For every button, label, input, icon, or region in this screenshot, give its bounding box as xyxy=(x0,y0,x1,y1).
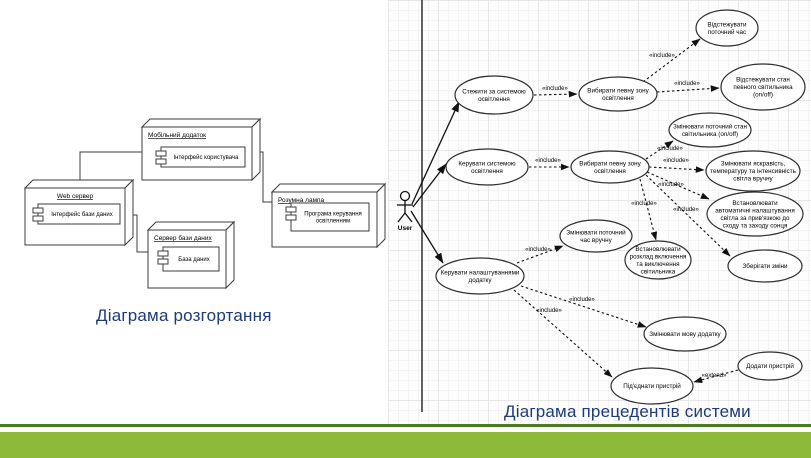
node-label: Web сервер xyxy=(57,193,94,200)
use-case-change-brightness: Змінювати яскравість,температуру та інте… xyxy=(705,150,801,192)
node-label: Мобільний додаток xyxy=(148,131,206,139)
dependency-arrow xyxy=(533,90,578,98)
use-case-label: Під'єднати пристрій xyxy=(623,382,681,390)
usecase-diagram-caption: Діаграма прецедентів системи xyxy=(504,402,751,421)
dependency-arrow xyxy=(656,85,720,93)
dependency-label: «include» xyxy=(674,81,700,87)
use-case-save-changes: Зберігати зміни xyxy=(727,249,803,283)
dependency-label: «include» xyxy=(536,308,562,314)
use-case-label: Змінювати поточний xyxy=(566,228,626,236)
association-arrow xyxy=(410,210,444,264)
use-case-label: Змінювати поточний стан xyxy=(673,122,747,130)
use-case-label: та виключення xyxy=(636,261,679,268)
use-case-label: світла за прив'язкою до xyxy=(721,214,790,222)
use-case-label: освітлення xyxy=(602,94,634,102)
use-case-label: Вибирати певну зону xyxy=(587,86,649,94)
deployment-diagram-caption: Діаграма розгортання xyxy=(96,306,272,325)
use-case-connect-device: Під'єднати пристрій xyxy=(610,367,694,405)
use-case-label: сходу та заходу сонця xyxy=(723,222,788,229)
dependency-arrow xyxy=(516,245,564,264)
use-case-label: освітлення xyxy=(478,95,510,103)
dependency-label: «include» xyxy=(657,146,683,152)
dependency-label: «include» xyxy=(663,158,689,164)
component-label: База даних xyxy=(178,257,209,263)
dependency-label: «include» xyxy=(658,182,684,188)
dependency-label: «include» xyxy=(542,86,568,92)
dependency-label: «include» xyxy=(673,207,699,213)
dependency-label: «include» xyxy=(631,201,657,207)
dependency-arrow xyxy=(646,171,710,200)
use-case-label: автоматичні налаштування xyxy=(715,206,794,214)
dependency-arrow xyxy=(642,38,701,83)
association-arrow xyxy=(412,163,447,208)
dependency-label: «include» xyxy=(535,158,561,164)
dependency-arrow xyxy=(645,140,674,160)
use-case-label: температуру та інтенсивність xyxy=(710,167,796,175)
node-label: Сервер бази даних xyxy=(154,234,213,242)
use-case-label: Додати пристрій xyxy=(746,362,794,370)
use-case-change-app-language: Змінювати мову додатку xyxy=(643,316,727,352)
dependency-arrow xyxy=(639,178,658,241)
dependency-arrow xyxy=(513,289,613,378)
dependency-label: «extend» xyxy=(702,373,727,379)
use-case-label: світильника xyxy=(641,267,676,275)
actor-label: User xyxy=(398,225,413,232)
use-case-label: поточний час xyxy=(708,28,746,36)
component-label: Інтерфейс користувача xyxy=(174,154,240,161)
dependency-label: «include» xyxy=(649,53,675,59)
dependency-arrow xyxy=(520,285,647,328)
bottom-accent-bar xyxy=(0,432,811,458)
use-case-label: освітлення xyxy=(471,167,503,175)
use-case-label: Відстежувати стан xyxy=(736,76,790,84)
use-case-label: Встановлювати xyxy=(635,246,681,253)
use-case-label: Змінювати мову додатку xyxy=(649,330,721,338)
bottom-accent-line xyxy=(0,424,811,427)
use-case-label: освітлення xyxy=(594,167,626,175)
use-case-label: Керувати налаштуваннями xyxy=(441,269,520,276)
use-case-label: додатку xyxy=(469,277,493,284)
dependency-label: «include» xyxy=(525,247,551,253)
use-case-label: Встановлювати xyxy=(732,200,778,207)
use-case-label: світильника (on/off) xyxy=(682,130,738,138)
node-label: Розумна лампа xyxy=(278,197,325,204)
use-case-label: Керувати системою xyxy=(458,160,515,167)
use-case-label: Відстежувати xyxy=(707,20,747,28)
actor-user: User xyxy=(397,190,413,232)
dependency-arrow xyxy=(645,174,731,257)
use-case-label: Стежити за системою xyxy=(462,88,526,95)
dependency-arrow xyxy=(648,166,705,173)
use-case-label: певного світильника xyxy=(733,83,793,91)
component-label: Програма керування xyxy=(304,212,362,218)
use-case-label: (on/off) xyxy=(753,92,773,99)
association-arrow xyxy=(411,101,460,205)
dependency-label: «include» xyxy=(569,297,595,303)
deployment-link xyxy=(79,151,142,188)
use-case-add-device: Додати пристрій xyxy=(737,351,803,381)
use-case-label: світла вручну xyxy=(733,175,773,183)
component-label: освітленням xyxy=(316,219,350,225)
component-label: Інтерфейс бази даних xyxy=(51,211,112,218)
use-case-label: розклад включення xyxy=(630,253,687,260)
use-case-label: Змінювати яскравість, xyxy=(721,160,786,168)
use-case-label: час вручну xyxy=(580,237,612,244)
use-case-label: Зберігати зміни xyxy=(742,262,788,270)
use-case-label: Вибирати певну зону xyxy=(579,159,641,167)
